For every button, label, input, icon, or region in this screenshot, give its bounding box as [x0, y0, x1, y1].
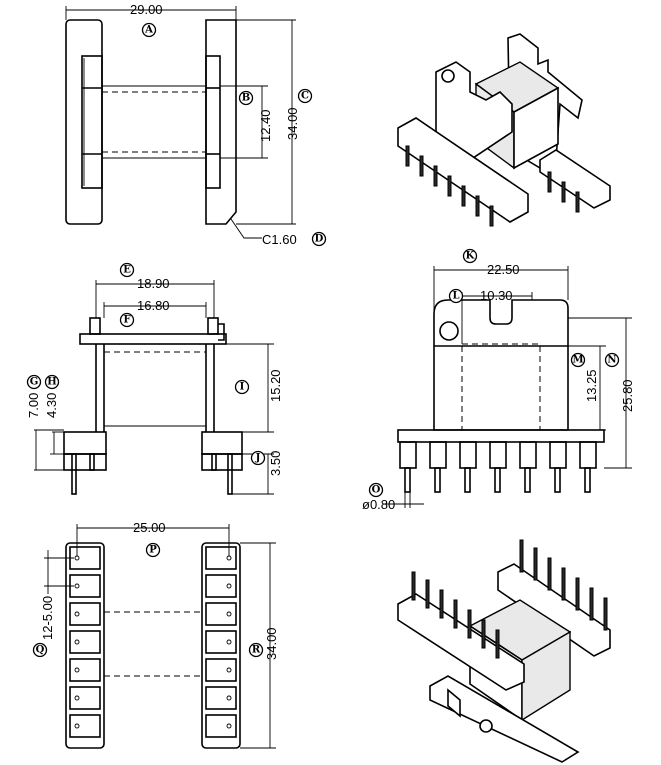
badge-A: A	[141, 22, 157, 38]
dim-P-value: 25.00	[133, 520, 166, 535]
svg-text:R: R	[252, 645, 261, 656]
svg-text:J: J	[255, 453, 261, 464]
dim-C-value: 34.00	[285, 107, 300, 140]
dim-K-value: 22.50	[487, 262, 520, 277]
dim-A-value: 29.00	[130, 2, 163, 17]
badge-G: G	[26, 374, 42, 390]
dim-D-value: C1.60	[262, 232, 297, 247]
svg-text:D: D	[315, 234, 324, 245]
side-view	[34, 280, 274, 495]
badge-N: N	[604, 352, 620, 368]
badge-L: L	[448, 288, 464, 304]
dim-O-value: ø0.80	[362, 497, 395, 512]
dim-I-value: 15.20	[268, 369, 283, 402]
svg-text:A: A	[144, 25, 153, 36]
dim-E-value: 18.90	[137, 276, 170, 291]
badge-J: J	[250, 450, 266, 466]
front-view	[386, 266, 632, 508]
dim-L-value: 10.30	[480, 288, 513, 303]
badge-E: E	[119, 262, 135, 278]
svg-text:F: F	[123, 315, 130, 326]
svg-text:Q: Q	[36, 645, 45, 656]
badge-B: B	[238, 90, 254, 106]
svg-text:M: M	[572, 355, 583, 366]
bottom-view	[44, 524, 276, 749]
badge-C: C	[297, 88, 313, 104]
badge-I: I	[234, 379, 250, 395]
isometric-view-bottom	[397, 539, 611, 763]
dim-H-value: 4.30	[44, 393, 59, 418]
iso-bottom-front-pins	[411, 571, 500, 659]
bottom-pads-left	[69, 546, 101, 738]
badge-K: K	[462, 248, 478, 264]
svg-text:G: G	[30, 377, 39, 388]
badge-P: P	[145, 542, 161, 558]
dim-F-value: 16.80	[137, 298, 170, 313]
svg-text:H: H	[47, 377, 56, 388]
dim-Q-value: 12-5.00	[40, 596, 55, 640]
iso-bottom-rear-pins	[519, 539, 608, 631]
dimension-labels: 29.00 12.40 34.00 C1.60 18.90 16.80 7.00…	[26, 2, 635, 660]
dim-N-value: 25.80	[620, 379, 635, 412]
svg-text:O: O	[372, 485, 381, 496]
bottom-pads-right	[205, 546, 237, 738]
badge-F: F	[119, 312, 135, 328]
svg-text:L: L	[452, 291, 459, 302]
svg-text:N: N	[607, 355, 616, 366]
isometric-view-top	[397, 33, 611, 227]
front-pins	[399, 441, 597, 493]
dim-B-value: 12.40	[258, 109, 273, 142]
dim-J-value: 3.50	[268, 451, 283, 476]
badge-M: M	[570, 352, 586, 368]
svg-text:E: E	[123, 265, 131, 276]
iso-top-pins	[405, 145, 580, 227]
svg-text:B: B	[242, 93, 250, 104]
dim-R-value: 34.00	[264, 627, 279, 660]
svg-text:C: C	[301, 91, 309, 102]
badge-Q: Q	[32, 642, 48, 658]
badge-O: O	[368, 482, 384, 498]
svg-text:P: P	[149, 545, 157, 556]
svg-text:I: I	[240, 382, 245, 393]
badge-D: D	[311, 231, 327, 247]
top-view	[65, 6, 296, 239]
dimension-badges: A B C D E F G H I J K L M N O P Q R	[26, 22, 620, 658]
dim-M-value: 13.25	[584, 369, 599, 402]
svg-text:K: K	[466, 251, 475, 262]
badge-R: R	[248, 642, 264, 658]
badge-H: H	[44, 374, 60, 390]
dim-G-value: 7.00	[26, 393, 41, 418]
